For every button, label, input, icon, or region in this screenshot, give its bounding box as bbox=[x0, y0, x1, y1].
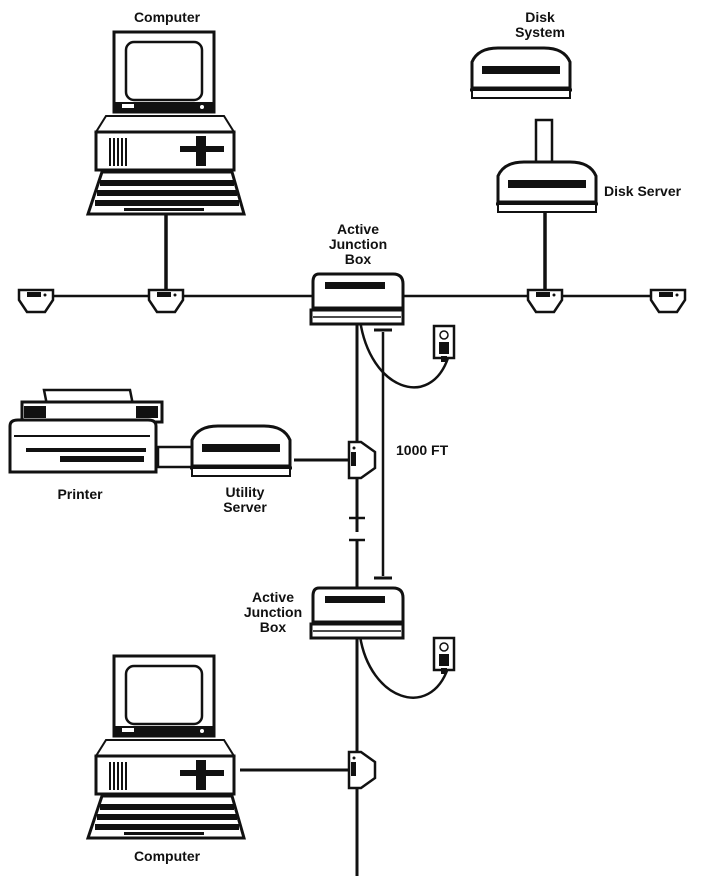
computer-bottom-label: Computer bbox=[133, 848, 201, 864]
computer-bottom bbox=[86, 654, 246, 840]
backbone-tap-computer bbox=[347, 750, 377, 790]
computer-top bbox=[86, 30, 246, 216]
bus-tap-computer bbox=[147, 288, 185, 314]
network-cables bbox=[28, 118, 672, 876]
active-junction-box-bottom bbox=[309, 586, 405, 640]
disk-system-label: Disk System bbox=[515, 9, 565, 40]
distance-label: 1000 FT bbox=[396, 442, 449, 458]
wall-outlet-bottom bbox=[432, 636, 456, 676]
wall-outlet-top bbox=[432, 324, 456, 364]
printer-label: Printer bbox=[57, 486, 103, 502]
printer bbox=[8, 388, 164, 474]
bus-tap-far-right bbox=[649, 288, 687, 314]
junction-top-label: Active Junction Box bbox=[328, 221, 388, 267]
disk-system bbox=[468, 46, 574, 100]
active-junction-box-top bbox=[309, 272, 405, 326]
utility-server bbox=[188, 424, 294, 478]
utility-server-label: Utility Server bbox=[223, 484, 267, 515]
bus-tap-far-left bbox=[17, 288, 55, 314]
backbone-tap-utility-server bbox=[347, 440, 377, 480]
disk-server bbox=[494, 160, 600, 214]
bus-tap-disk-server bbox=[526, 288, 564, 314]
computer-top-label: Computer bbox=[133, 9, 201, 25]
disk-server-label: Disk Server bbox=[604, 183, 682, 199]
junction-bottom-label: Active Junction Box bbox=[243, 589, 303, 635]
